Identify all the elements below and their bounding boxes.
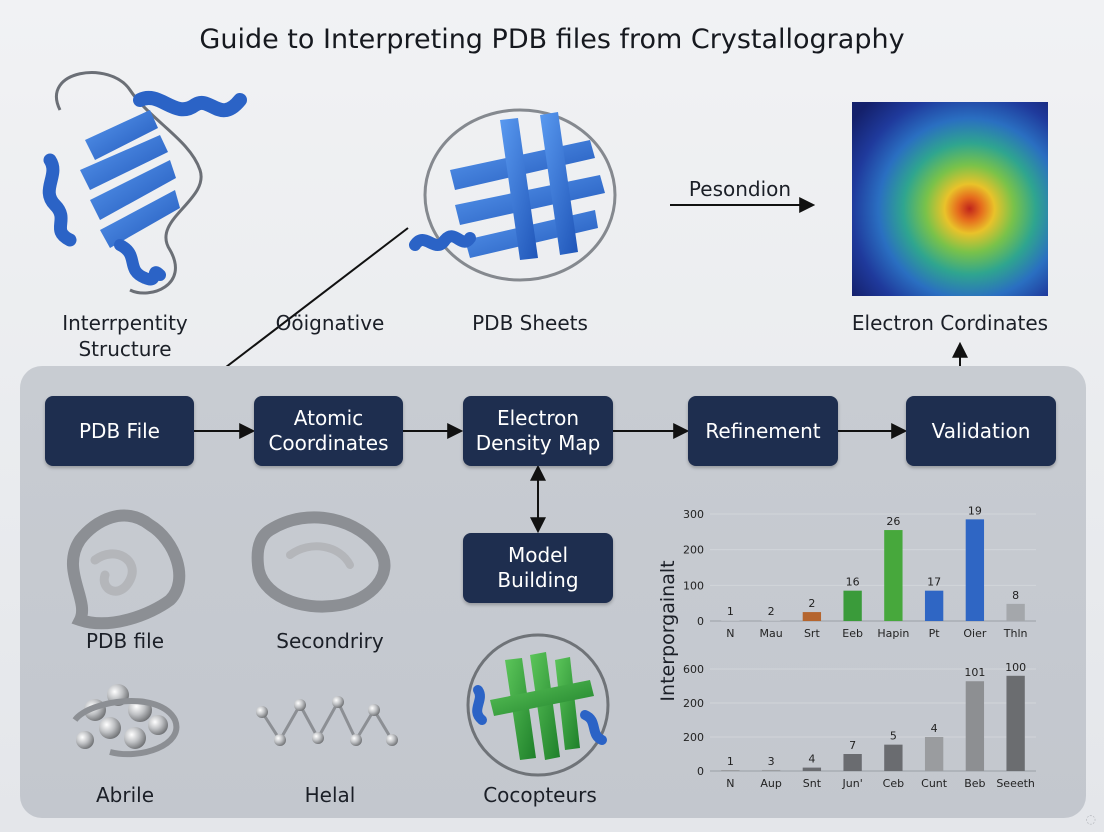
x-tick-label: Aup [760,777,781,790]
sheets-label: PDB Sheets [472,311,588,335]
arrow-label: Pesondion [688,177,792,201]
bar-8 [1006,675,1025,771]
x-tick-label: Mau [760,627,783,640]
bar-1 [721,620,740,621]
data-label: 2 [768,605,775,618]
node-model-building[interactable]: Model Building [463,533,613,603]
x-tick-label: Oier [963,627,986,640]
watermark-icon: ◌ [1085,812,1096,826]
node-model-label-2: Building [497,568,579,592]
x-tick-label: Snt [803,777,822,790]
label-abrile: Abrile [95,783,155,807]
bar-6 [924,737,944,771]
data-label: 16 [846,576,860,589]
label-secondary: Secondriry [276,629,384,653]
pdb-file-structure-icon [66,509,186,630]
x-tick-label: Thln [1003,627,1028,640]
node-atomic-label-1: Atomic [293,406,364,430]
protein-sheets-icon [409,108,617,282]
data-label: 19 [968,504,982,517]
node-pdb-file[interactable]: PDB File [45,396,194,466]
bar-5 [884,744,903,771]
origin-label: Oöignative [275,311,385,335]
label-helal: Helal [304,783,356,807]
data-label: 100 [1005,661,1026,674]
label-cocopteurs: Cocopteurs [483,783,597,807]
bar-5 [884,530,903,621]
x-tick-label: Hapin [877,627,909,640]
structure-label-line-2: Structure [78,337,172,361]
y-tick-label: 200 [683,731,704,744]
ball-structure-icon [72,684,180,758]
bar-7 [965,519,985,621]
node-density-label-1: Electron [496,406,580,430]
x-tick-label: Eeb [842,627,863,640]
helix-structure-icon [256,696,398,746]
node-electron-density-map[interactable]: Electron Density Map [463,396,613,466]
data-label: 1 [727,605,734,618]
bar-4 [843,590,862,621]
node-model-label-1: Model [507,543,569,567]
green-barrel-structure-icon [466,633,610,777]
data-label: 1 [727,755,734,768]
electron-density-map-icon [852,102,1048,296]
density-label: Electron Cordinates [851,311,1049,335]
y-tick-label: 0 [697,615,704,628]
data-label: 8 [1012,589,1019,602]
x-tick-label: Seeeth [996,777,1035,790]
x-tick-label: N [726,777,734,790]
node-validation-label: Validation [931,418,1031,443]
label-pdb-file: PDB file [86,629,164,653]
data-label: 17 [927,576,941,589]
node-validation[interactable]: Validation [906,396,1056,466]
y-tick-label: 0 [697,765,704,778]
data-label: 4 [808,753,815,766]
node-atomic-label-2: Coordinates [268,431,389,455]
x-tick-label: Pt [929,627,941,640]
bar-3 [802,767,822,771]
secondary-structure-icon [251,511,391,613]
x-tick-label: Jun' [842,777,863,790]
x-tick-label: Srt [804,627,821,640]
node-pdb-file-label: PDB File [78,418,160,443]
node-refinement-label: Refinement [705,418,821,443]
y-tick-label: 200 [683,544,704,557]
node-atomic-coordinates[interactable]: Atomic Coordinates [254,396,403,466]
node-refinement[interactable]: Refinement [688,396,838,466]
bar-2 [761,769,781,771]
bar-3 [802,612,822,621]
data-label: 26 [886,515,900,528]
data-label: 101 [964,666,985,679]
page-title: Guide to Interpreting PDB files from Cry… [199,24,905,55]
x-tick-label: Cunt [921,777,948,790]
y-tick-label: 300 [683,508,704,521]
data-label: 5 [890,730,897,743]
y-tick-label: 200 [683,697,704,710]
protein-structure-1-icon [42,71,247,295]
data-label: 7 [849,739,856,752]
bar-1 [721,770,740,771]
x-tick-label: Ceb [883,777,904,790]
node-density-label-2: Density Map [475,431,601,455]
bar-6 [924,590,944,621]
data-label: 2 [808,597,815,610]
bar-8 [1006,603,1025,621]
bar-2 [761,619,781,621]
x-tick-label: N [726,627,734,640]
bar-7 [965,681,985,771]
y-tick-label: 600 [683,663,704,676]
bar-4 [843,754,862,771]
data-label: 4 [931,722,938,735]
y-tick-label: 100 [683,579,704,592]
structure-label-line-1: Interrpentity [62,311,188,335]
data-label: 3 [768,755,775,768]
x-tick-label: Beb [964,777,985,790]
